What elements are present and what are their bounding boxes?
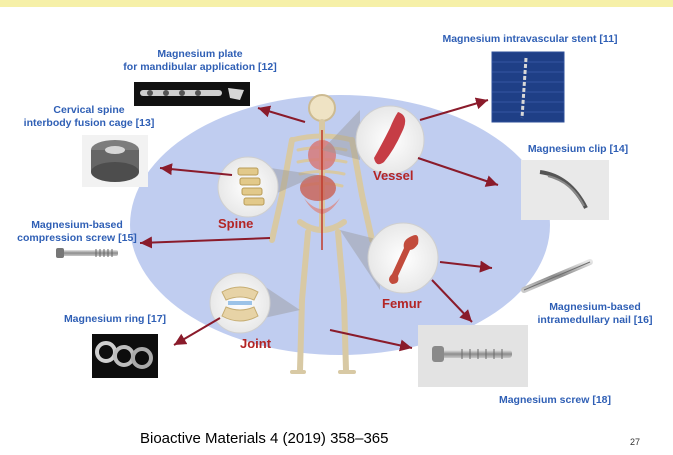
label-line: compression screw [15] [17,232,137,244]
mandibular-plate-image [134,82,250,106]
spine-circle [217,156,279,218]
magnesium-clip-image [521,160,609,220]
label-line: intramedullary nail [16] [537,314,653,326]
label-line: Cervical spine [53,104,125,116]
part-label-vessel: Vessel [373,168,414,183]
label-compression-screw: Magnesium-based compression screw [15] [2,219,152,245]
label-intramedullary-nail: Magnesium-based intramedullary nail [16] [520,301,670,327]
spine-illustration [237,167,265,206]
label-magnesium-clip: Magnesium clip [14] [527,143,629,155]
label-line: Magnesium-based [31,219,123,231]
label-mandibular-plate: Magnesium plate for mandibular applicati… [100,48,300,74]
vessel-illustration [374,112,406,165]
label-line: Magnesium plate [157,48,243,60]
label-spine-cage: Cervical spine interbody fusion cage [13… [14,104,164,130]
top-accent-bar [0,0,673,7]
magnesium-ring-image [92,334,158,378]
spine-cage-image [82,135,148,187]
joint-illustration [221,286,259,322]
internal-organs [300,130,340,250]
femur-illustration [389,235,419,284]
label-line: interbody fusion cage [13] [23,117,155,129]
citation: Bioactive Materials 4 (2019) 358–365 [140,430,389,447]
label-line: for mandibular application [12] [123,61,277,73]
vessel-callout-cone [322,110,360,160]
part-label-femur: Femur [382,296,422,311]
arrows [139,97,499,352]
page-number: 27 [630,437,641,447]
label-intravascular-stent: Magnesium intravascular stent [11] [442,33,618,45]
label-magnesium-ring: Magnesium ring [17] [63,313,167,325]
part-label-spine: Spine [218,216,254,231]
part-label-joint: Joint [240,336,272,351]
compression-screw-image [56,248,118,258]
label-line: Magnesium-based [549,301,641,313]
intravascular-stent-image [491,51,565,123]
label-magnesium-screw: Magnesium screw [18] [498,394,612,406]
magnesium-screw-image [418,325,528,387]
intramedullary-nail-image [521,259,593,293]
